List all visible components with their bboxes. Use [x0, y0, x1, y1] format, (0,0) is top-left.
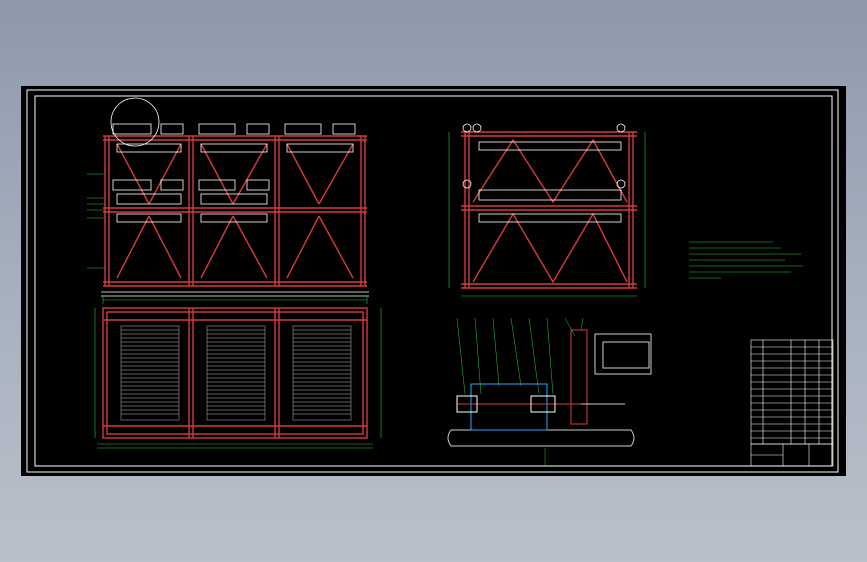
top-plan-dims: [94, 308, 382, 449]
top-plan-grates: [120, 325, 352, 421]
side-elevation-trays: [462, 123, 626, 223]
drawing-sheet: [21, 86, 846, 476]
technical-notes: [689, 241, 803, 279]
parts-list-table: [750, 339, 834, 445]
front-elevation-trays: [101, 143, 369, 297]
cad-drawing: [26, 89, 839, 473]
front-elevation-hoists: [110, 97, 356, 191]
side-elevation-view: [461, 131, 637, 289]
front-elevation-dims: [87, 173, 368, 304]
drive-section-leaders: [456, 317, 584, 466]
inner-border: [34, 95, 833, 467]
front-elevation-view: [103, 135, 367, 287]
drive-section-view: [447, 329, 652, 447]
side-elevation-dims: [448, 132, 646, 297]
title-block: [750, 443, 834, 467]
top-plan-view: [102, 307, 368, 439]
outer-border: [26, 89, 839, 473]
detail-callout-circle: [110, 97, 160, 147]
